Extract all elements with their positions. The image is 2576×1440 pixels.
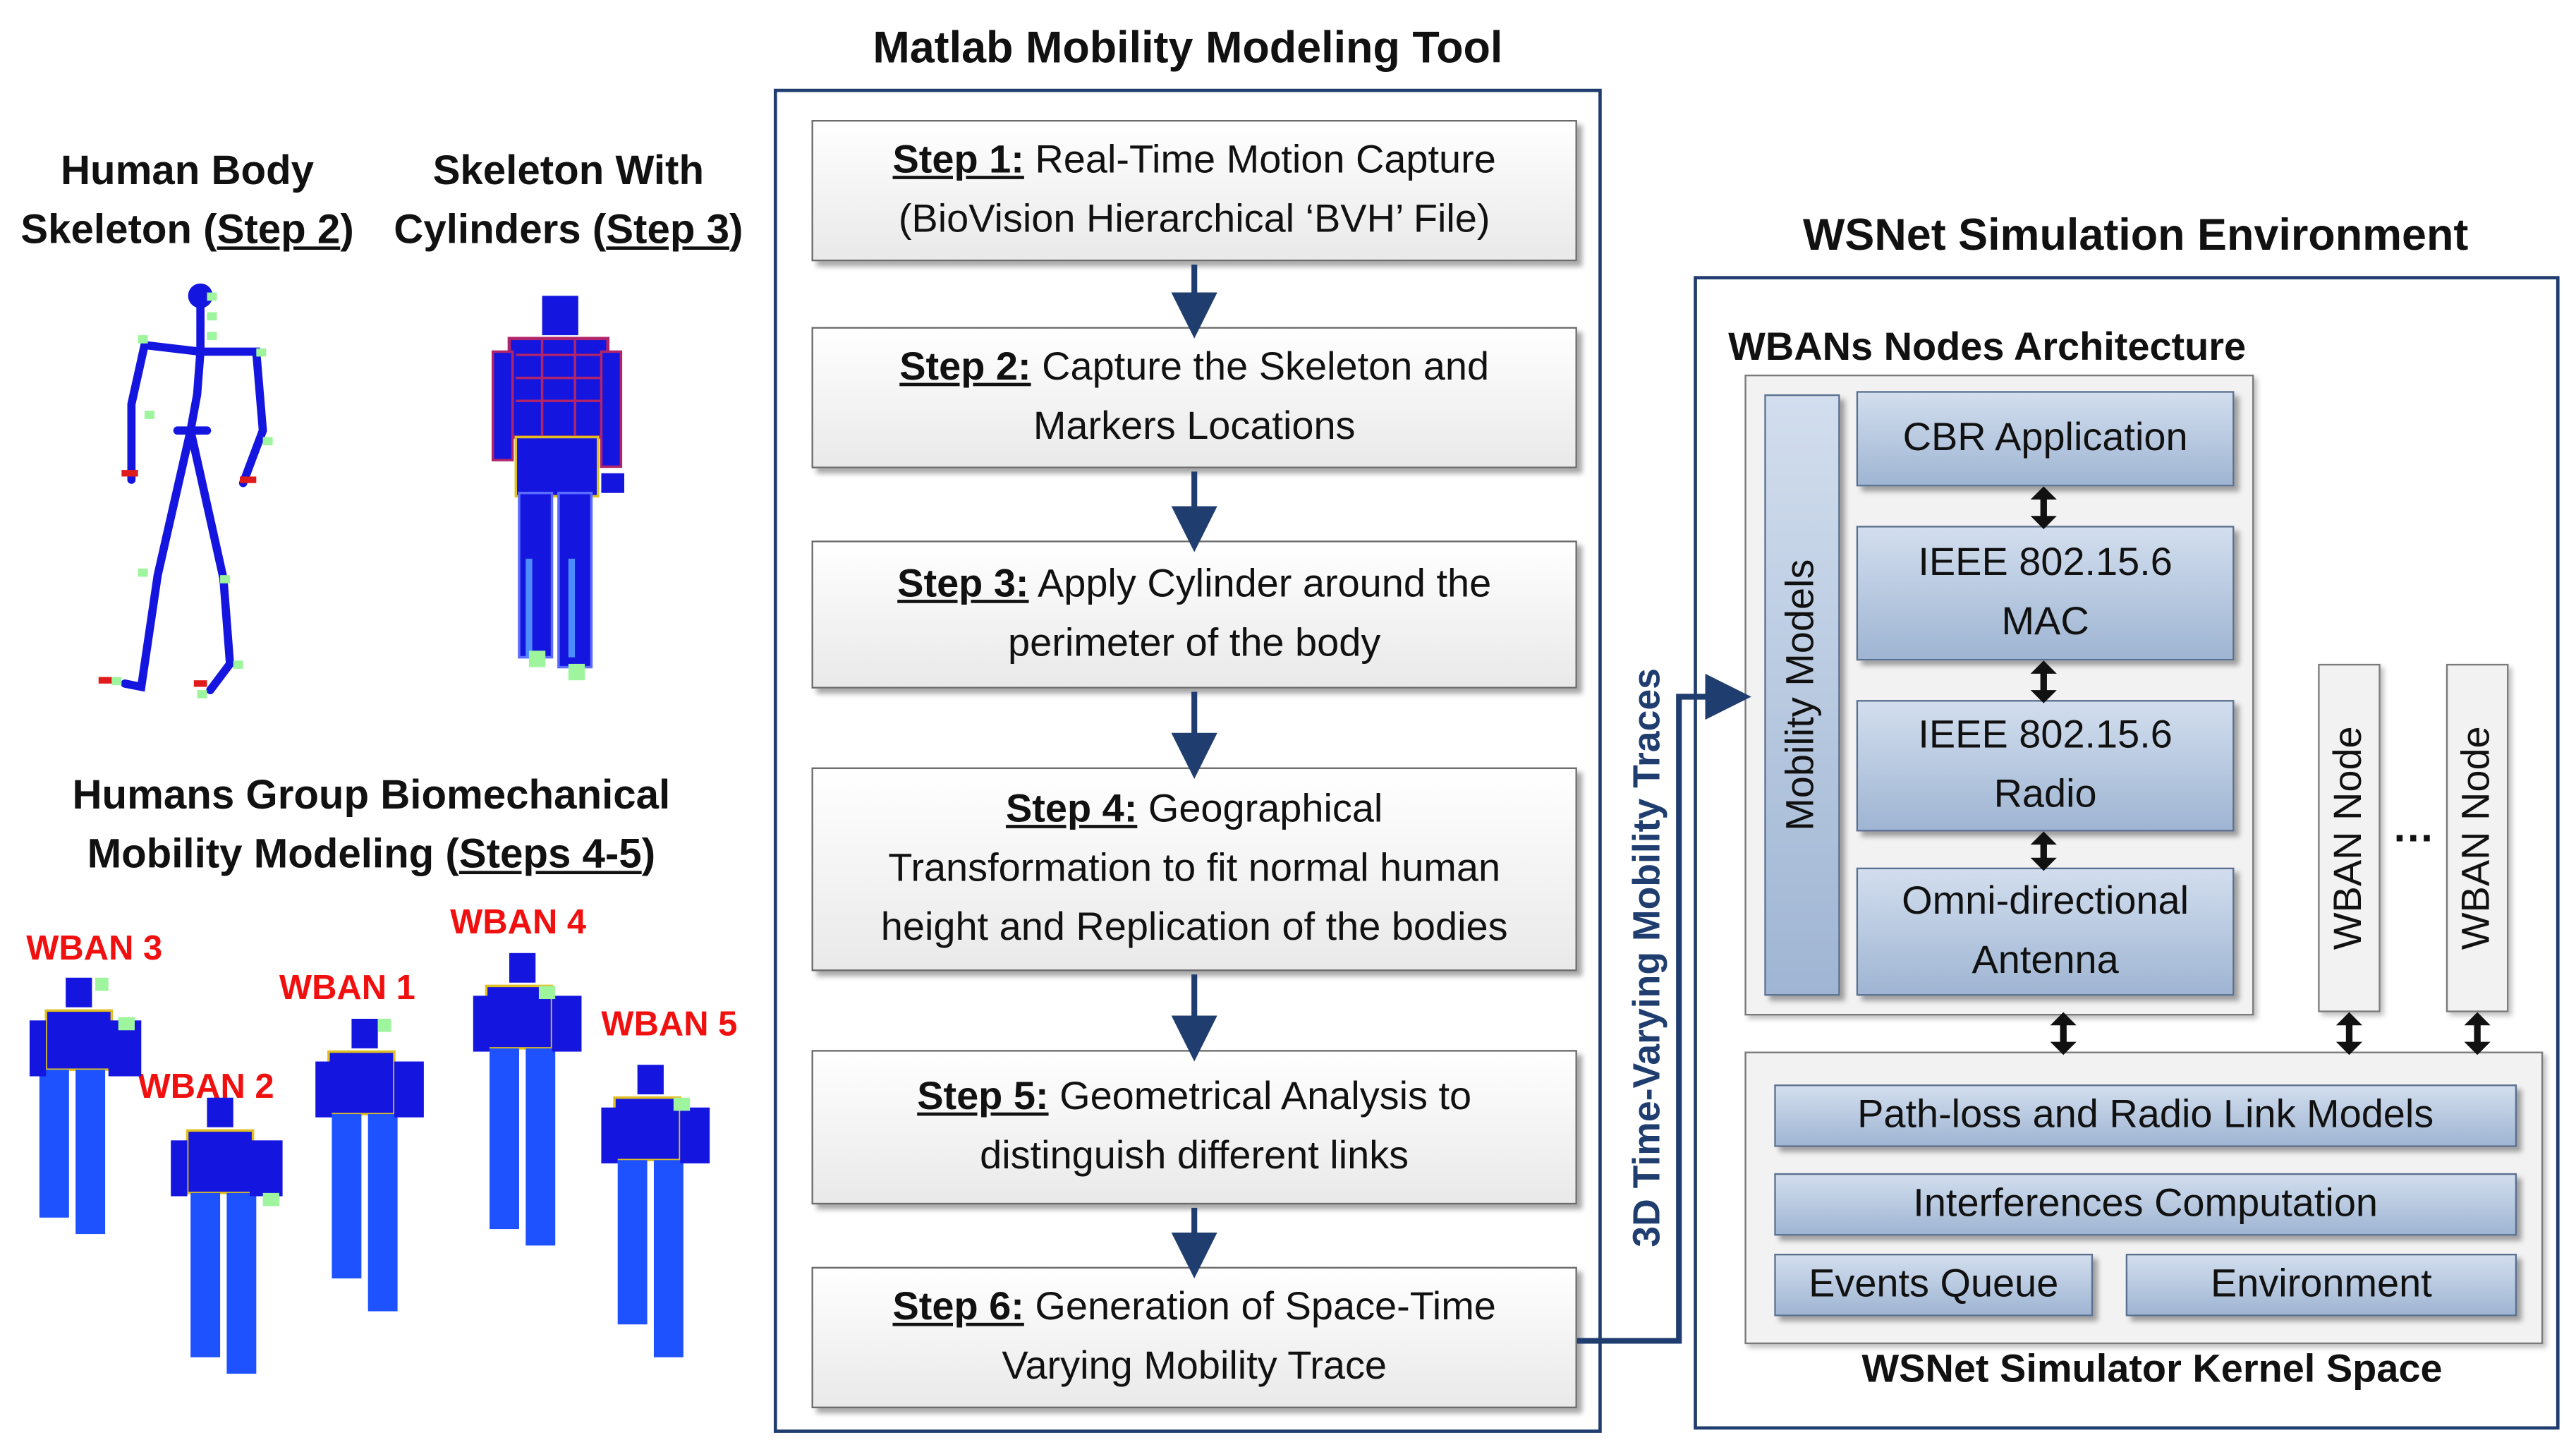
step-1-text1: Real-Time Motion Capture [1035,138,1496,183]
step-3-line1: Step 3: Apply Cylinder around the [897,555,1491,615]
step-6-text1: Generation of Space-Time [1035,1285,1496,1330]
wban-label-1: WBAN 1 [279,969,415,1008]
events-queue-box: Events Queue [1774,1254,2094,1317]
pathloss-box: Path-loss and Radio Link Models [1774,1084,2517,1147]
wban-human-1 [315,1018,424,1312]
matlab-title: Matlab Mobility Modeling Tool [873,23,1503,73]
cylinder-title-suffix: ) [729,207,743,253]
environment-label: Environment [2210,1261,2432,1307]
radio-layer-box: IEEE 802.15.6 Radio [1856,700,2235,832]
matlab-frame [773,88,1602,1433]
step-2-text2: Markers Locations [1033,404,1356,449]
antenna-line1: Omni-directional [1902,879,2189,924]
wban-human-4 [473,952,582,1246]
step-1-label: Step 1: [892,138,1024,183]
skeleton-red-markers [98,470,257,687]
skeleton-title-prefix: Skeleton ( [20,207,217,253]
step-2-box: Step 2: Capture the Skeleton and Markers… [811,327,1577,468]
antenna-line2: Antenna [1972,938,2119,983]
step-3-text2: perimeter of the body [1008,621,1381,666]
step-6-box: Step 6: Generation of Space-Time Varying… [811,1266,1577,1408]
cylinder-title-line2: Cylinders (Step 3) [375,200,763,260]
step-2-text1: Capture the Skeleton and [1042,345,1490,389]
wban-label-3: WBAN 3 [26,930,163,968]
cylinder-title-line1: Skeleton With [432,147,705,194]
skeleton-figure [121,283,267,695]
step-5-text2: distinguish different links [980,1134,1409,1178]
wban-label-2: WBAN 2 [138,1067,274,1106]
wban-human-3 [29,977,142,1235]
step-4-label: Step 4: [1005,787,1138,832]
wban-human-5 [601,1065,710,1357]
group-title-suffix: ) [641,831,656,878]
cbr-application-label: CBR Application [1902,416,2188,461]
cylinder-title-step: Step 3 [606,207,729,253]
step-4-text3: height and Replication of the bodies [880,905,1508,950]
step-2-line1: Step 2: Capture the Skeleton and [899,339,1489,398]
mac-layer-box: IEEE 802.15.6 MAC [1856,526,2235,661]
step-3-text1: Apply Cylinder around the [1037,562,1492,607]
wban-node-label-1: WBAN Node [2326,726,2371,950]
wban-label-4: WBAN 4 [450,903,587,942]
step-5-label: Step 5: [917,1075,1049,1120]
step-6-line1: Step 6: Generation of Space-Time [892,1278,1495,1338]
antenna-box: Omni-directional Antenna [1856,867,2235,996]
step-4-text2: Transformation to fit normal human [888,846,1501,891]
wban-node-box-2: WBAN Node [2446,663,2509,1012]
step-5-line1: Step 5: Geometrical Analysis to [917,1068,1471,1127]
cylinder-title-prefix: Cylinders ( [394,207,607,253]
wban-node-ellipsis: … [2392,801,2435,852]
wsnet-title: WSNet Simulation Environment [1803,210,2469,260]
events-queue-label: Events Queue [1809,1261,2059,1307]
group-title-prefix: Mobility Modeling ( [87,831,459,878]
environment-box: Environment [2125,1254,2517,1317]
nodes-architecture-title: WBANs Nodes Architecture [1728,325,2247,370]
wban-node-box-1: WBAN Node [2318,663,2381,1012]
wban-node-label-2: WBAN Node [2454,726,2499,950]
group-title: Humans Group Biomechanical Mobility Mode… [0,766,743,884]
wban-human-2 [171,1097,283,1374]
radio-layer-line1: IEEE 802.15.6 [1918,713,2173,758]
step-2-label: Step 2: [899,345,1031,389]
step-5-box: Step 5: Geometrical Analysis to distingu… [811,1050,1577,1205]
mac-layer-line1: IEEE 802.15.6 [1918,540,2173,586]
step-1-text2: (BioVision Hierarchical ‘BVH’ File) [898,197,1490,242]
pathloss-label: Path-loss and Radio Link Models [1857,1092,2434,1137]
group-title-line2: Mobility Modeling (Steps 4-5) [0,825,743,884]
step-3-box: Step 3: Apply Cylinder around the perime… [811,540,1577,689]
skeleton-title: Human Body Skeleton (Step 2) [0,141,375,260]
interferences-box: Interferences Computation [1774,1173,2517,1236]
mobility-models-box: Mobility Models [1764,394,1840,996]
cbr-application-box: CBR Application [1856,391,2235,487]
radio-layer-line2: Radio [1993,772,2097,817]
group-title-step: Steps 4-5 [458,831,642,878]
mac-layer-line2: MAC [2001,600,2089,644]
step-4-text1: Geographical [1148,787,1383,832]
wban-label-5: WBAN 5 [601,1005,738,1043]
skeleton-title-line2: Skeleton (Step 2) [0,200,375,260]
cylinder-title: Skeleton With Cylinders (Step 3) [375,141,763,260]
step-6-text2: Varying Mobility Trace [1002,1344,1387,1389]
group-title-line1: Humans Group Biomechanical [72,772,671,818]
mobility-models-label: Mobility Models [1779,559,1824,831]
skeleton-title-step: Step 2 [217,207,341,253]
step-4-box: Step 4: Geographical Transformation to f… [811,767,1577,972]
step-5-text1: Geometrical Analysis to [1059,1075,1472,1120]
step-1-box: Step 1: Real-Time Motion Capture (BioVis… [811,120,1577,262]
skeleton-markers [111,292,273,698]
kernel-title: WSNet Simulator Kernel Space [1861,1347,2443,1392]
step-4-line1: Step 4: Geographical [1006,780,1383,840]
mobility-traces-label: 3D Time-Varying Mobility Traces [1624,668,1667,1247]
skeleton-title-line1: Human Body [60,147,315,194]
skeleton-title-suffix: ) [340,207,354,253]
cylinder-figure [491,296,625,681]
step-3-label: Step 3: [897,562,1029,607]
step-6-label: Step 6: [892,1285,1024,1330]
step-1-line1: Step 1: Real-Time Motion Capture [893,131,1496,190]
interferences-label: Interferences Computation [1913,1181,2378,1226]
